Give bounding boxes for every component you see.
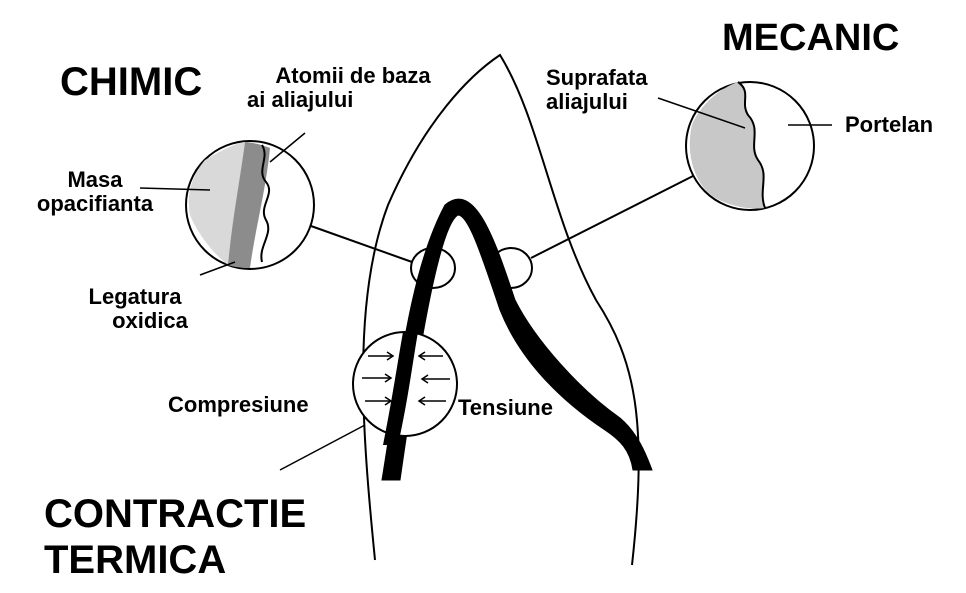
legatura-leader — [200, 262, 235, 275]
label-masa-line2: opacifianta — [10, 192, 180, 216]
label-masa: Masa opacifianta — [10, 168, 180, 216]
label-compresiune: Compresiune — [168, 393, 309, 417]
label-suprafata-line2: aliajului — [546, 90, 647, 114]
label-tensiune: Tensiune — [458, 396, 553, 420]
label-suprafata-line1: Suprafata — [546, 66, 647, 90]
mechanical-connector-line — [531, 175, 695, 258]
label-masa-line1: Masa — [10, 168, 180, 192]
label-portelan: Portelan — [845, 113, 933, 137]
label-atomii: Atomii de baza ai aliajului — [243, 64, 463, 112]
label-legatura-line2: oxidica — [60, 309, 210, 333]
heading-contractie-line1: CONTRACTIE — [44, 492, 306, 536]
contractie-leader — [280, 425, 365, 470]
label-atomii-line2: ai aliajului — [243, 88, 463, 112]
heading-contractie-line2: TERMICA — [44, 538, 226, 582]
heading-mecanic: MECANIC — [722, 18, 899, 60]
label-legatura-line1: Legatura — [60, 285, 210, 309]
label-legatura: Legatura oxidica — [60, 285, 210, 333]
label-atomii-line1: Atomii de baza — [243, 64, 463, 88]
chemical-connector-line — [311, 226, 412, 262]
label-suprafata: Suprafata aliajului — [546, 66, 647, 114]
heading-chimic: CHIMIC — [60, 60, 202, 104]
